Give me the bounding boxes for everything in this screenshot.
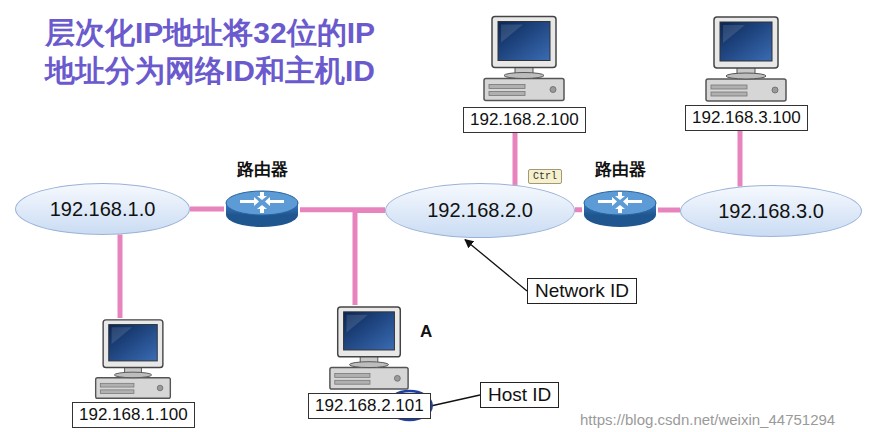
computer-icon: [330, 307, 408, 389]
host-computer: 192.168.2.100: [463, 12, 586, 133]
computer-icon: [479, 12, 569, 107]
watermark: https://blog.csdn.net/weixin_44751294: [580, 411, 835, 428]
ip-address: 192.168.3.100: [685, 105, 808, 131]
network-ellipse: 192.168.2.0: [385, 183, 575, 238]
callout-box: Network ID: [527, 278, 637, 304]
computer-icon: [706, 17, 786, 101]
computer-icon: [88, 318, 178, 402]
router-icon: [582, 189, 658, 229]
router: 路由器: [582, 189, 658, 229]
host-computer: 192.168.3.100: [685, 15, 808, 131]
network-address: 192.168.3.0: [718, 200, 824, 223]
router-icon: [584, 191, 656, 227]
network-address: 192.168.2.0: [427, 199, 533, 222]
network-link: [658, 208, 680, 213]
network-address: 192.168.1.0: [50, 198, 156, 221]
router: 路由器: [224, 189, 300, 229]
router-icon: [224, 189, 300, 229]
connector-layer: [120, 131, 740, 406]
computer-icon: [96, 320, 171, 398]
computer-icon: [701, 15, 791, 105]
callout-line: [431, 395, 480, 406]
network-link: [118, 234, 123, 318]
network-link: [513, 133, 518, 185]
network-link: [355, 211, 385, 306]
key-tag: Ctrl: [528, 169, 562, 184]
callout-text: Network ID: [535, 280, 629, 301]
router-label: 路由器: [595, 158, 646, 181]
computer-icon: [324, 305, 414, 393]
network-ellipse: 192.168.1.0: [15, 183, 190, 235]
computer-icon: [484, 17, 564, 101]
ip-address: 192.168.1.100: [72, 402, 195, 428]
router-icon: [226, 191, 298, 227]
router-label: 路由器: [237, 158, 288, 181]
network-link: [575, 207, 582, 212]
host-marker: A: [420, 322, 432, 342]
ip-address: 192.168.2.100: [463, 107, 586, 133]
ip-address: 192.168.2.101: [308, 393, 431, 419]
host-computer: 192.168.1.100: [72, 318, 195, 428]
network-link: [738, 131, 743, 187]
network-link: [190, 207, 224, 212]
title: 层次化IP地址将32位的IP 地址分为网络ID和主机ID: [45, 14, 401, 90]
callout-line: [465, 240, 527, 291]
host-computer: 192.168.2.101: [308, 305, 431, 419]
network-ellipse: 192.168.3.0: [680, 185, 862, 237]
callout-text: Host ID: [488, 384, 551, 405]
callout-box: Host ID: [480, 382, 559, 408]
